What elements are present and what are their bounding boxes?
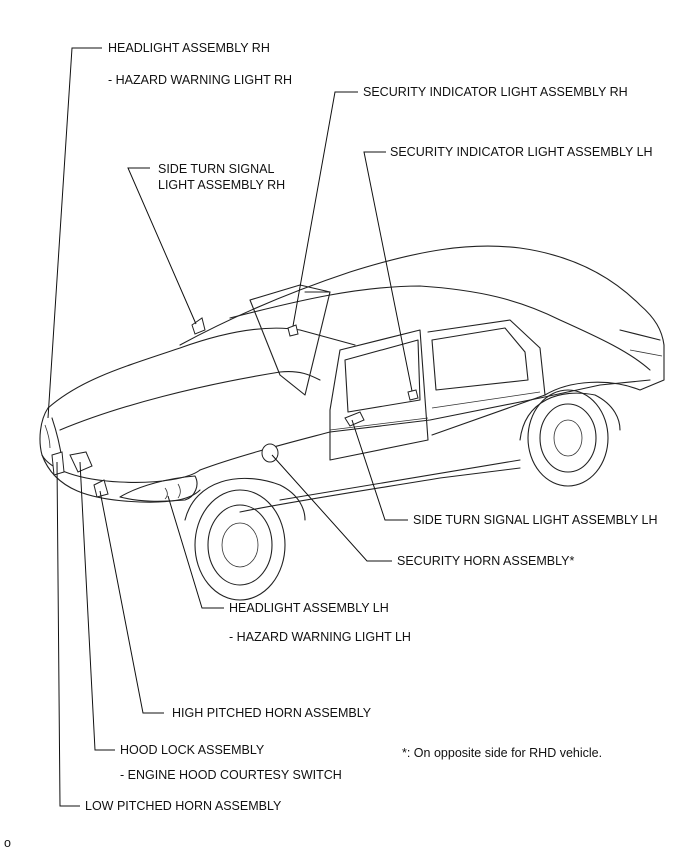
security-indicator-lh-label: SECURITY INDICATOR LIGHT ASSEMBLY LH (390, 145, 653, 159)
side-turn-rh-label-line1: SIDE TURN SIGNAL (158, 162, 275, 176)
headlight-lh-label: HEADLIGHT ASSEMBLY LH (229, 601, 389, 615)
security-indicator-rh-label: SECURITY INDICATOR LIGHT ASSEMBLY RH (363, 85, 628, 99)
headlight-rh-label: HEADLIGHT ASSEMBLY RH (108, 41, 270, 55)
corner-mark: o (4, 836, 11, 850)
low-pitched-horn-part (51, 451, 65, 476)
hazard-lh-label: - HAZARD WARNING LIGHT LH (229, 630, 411, 644)
leader-lines (47, 47, 413, 807)
security-horn-label: SECURITY HORN ASSEMBLY* (397, 554, 575, 568)
side-turn-lh-part (344, 411, 365, 427)
side-turn-rh-label-line2: LIGHT ASSEMBLY RH (158, 178, 286, 192)
car-body (39, 245, 665, 601)
high-pitched-horn-part (93, 479, 109, 498)
hazard-rh-label: - HAZARD WARNING LIGHT RH (108, 73, 293, 87)
hood-courtesy-switch-label: - ENGINE HOOD COURTESY SWITCH (120, 768, 342, 782)
security-indicator-lh-part (407, 389, 419, 401)
security-indicator-rh-part (287, 324, 299, 337)
side-turn-rh-part (191, 317, 206, 335)
footnote: *: On opposite side for RHD vehicle. (402, 746, 603, 760)
side-turn-lh-label: SIDE TURN SIGNAL LIGHT ASSEMBLY LH (413, 513, 658, 527)
hood-lock-part (69, 451, 93, 473)
high-pitched-horn-label: HIGH PITCHED HORN ASSEMBLY (172, 706, 372, 720)
low-pitched-horn-label: LOW PITCHED HORN ASSEMBLY (85, 799, 282, 813)
hood-lock-label: HOOD LOCK ASSEMBLY (120, 743, 265, 757)
headlight-lh-shape (119, 475, 198, 502)
